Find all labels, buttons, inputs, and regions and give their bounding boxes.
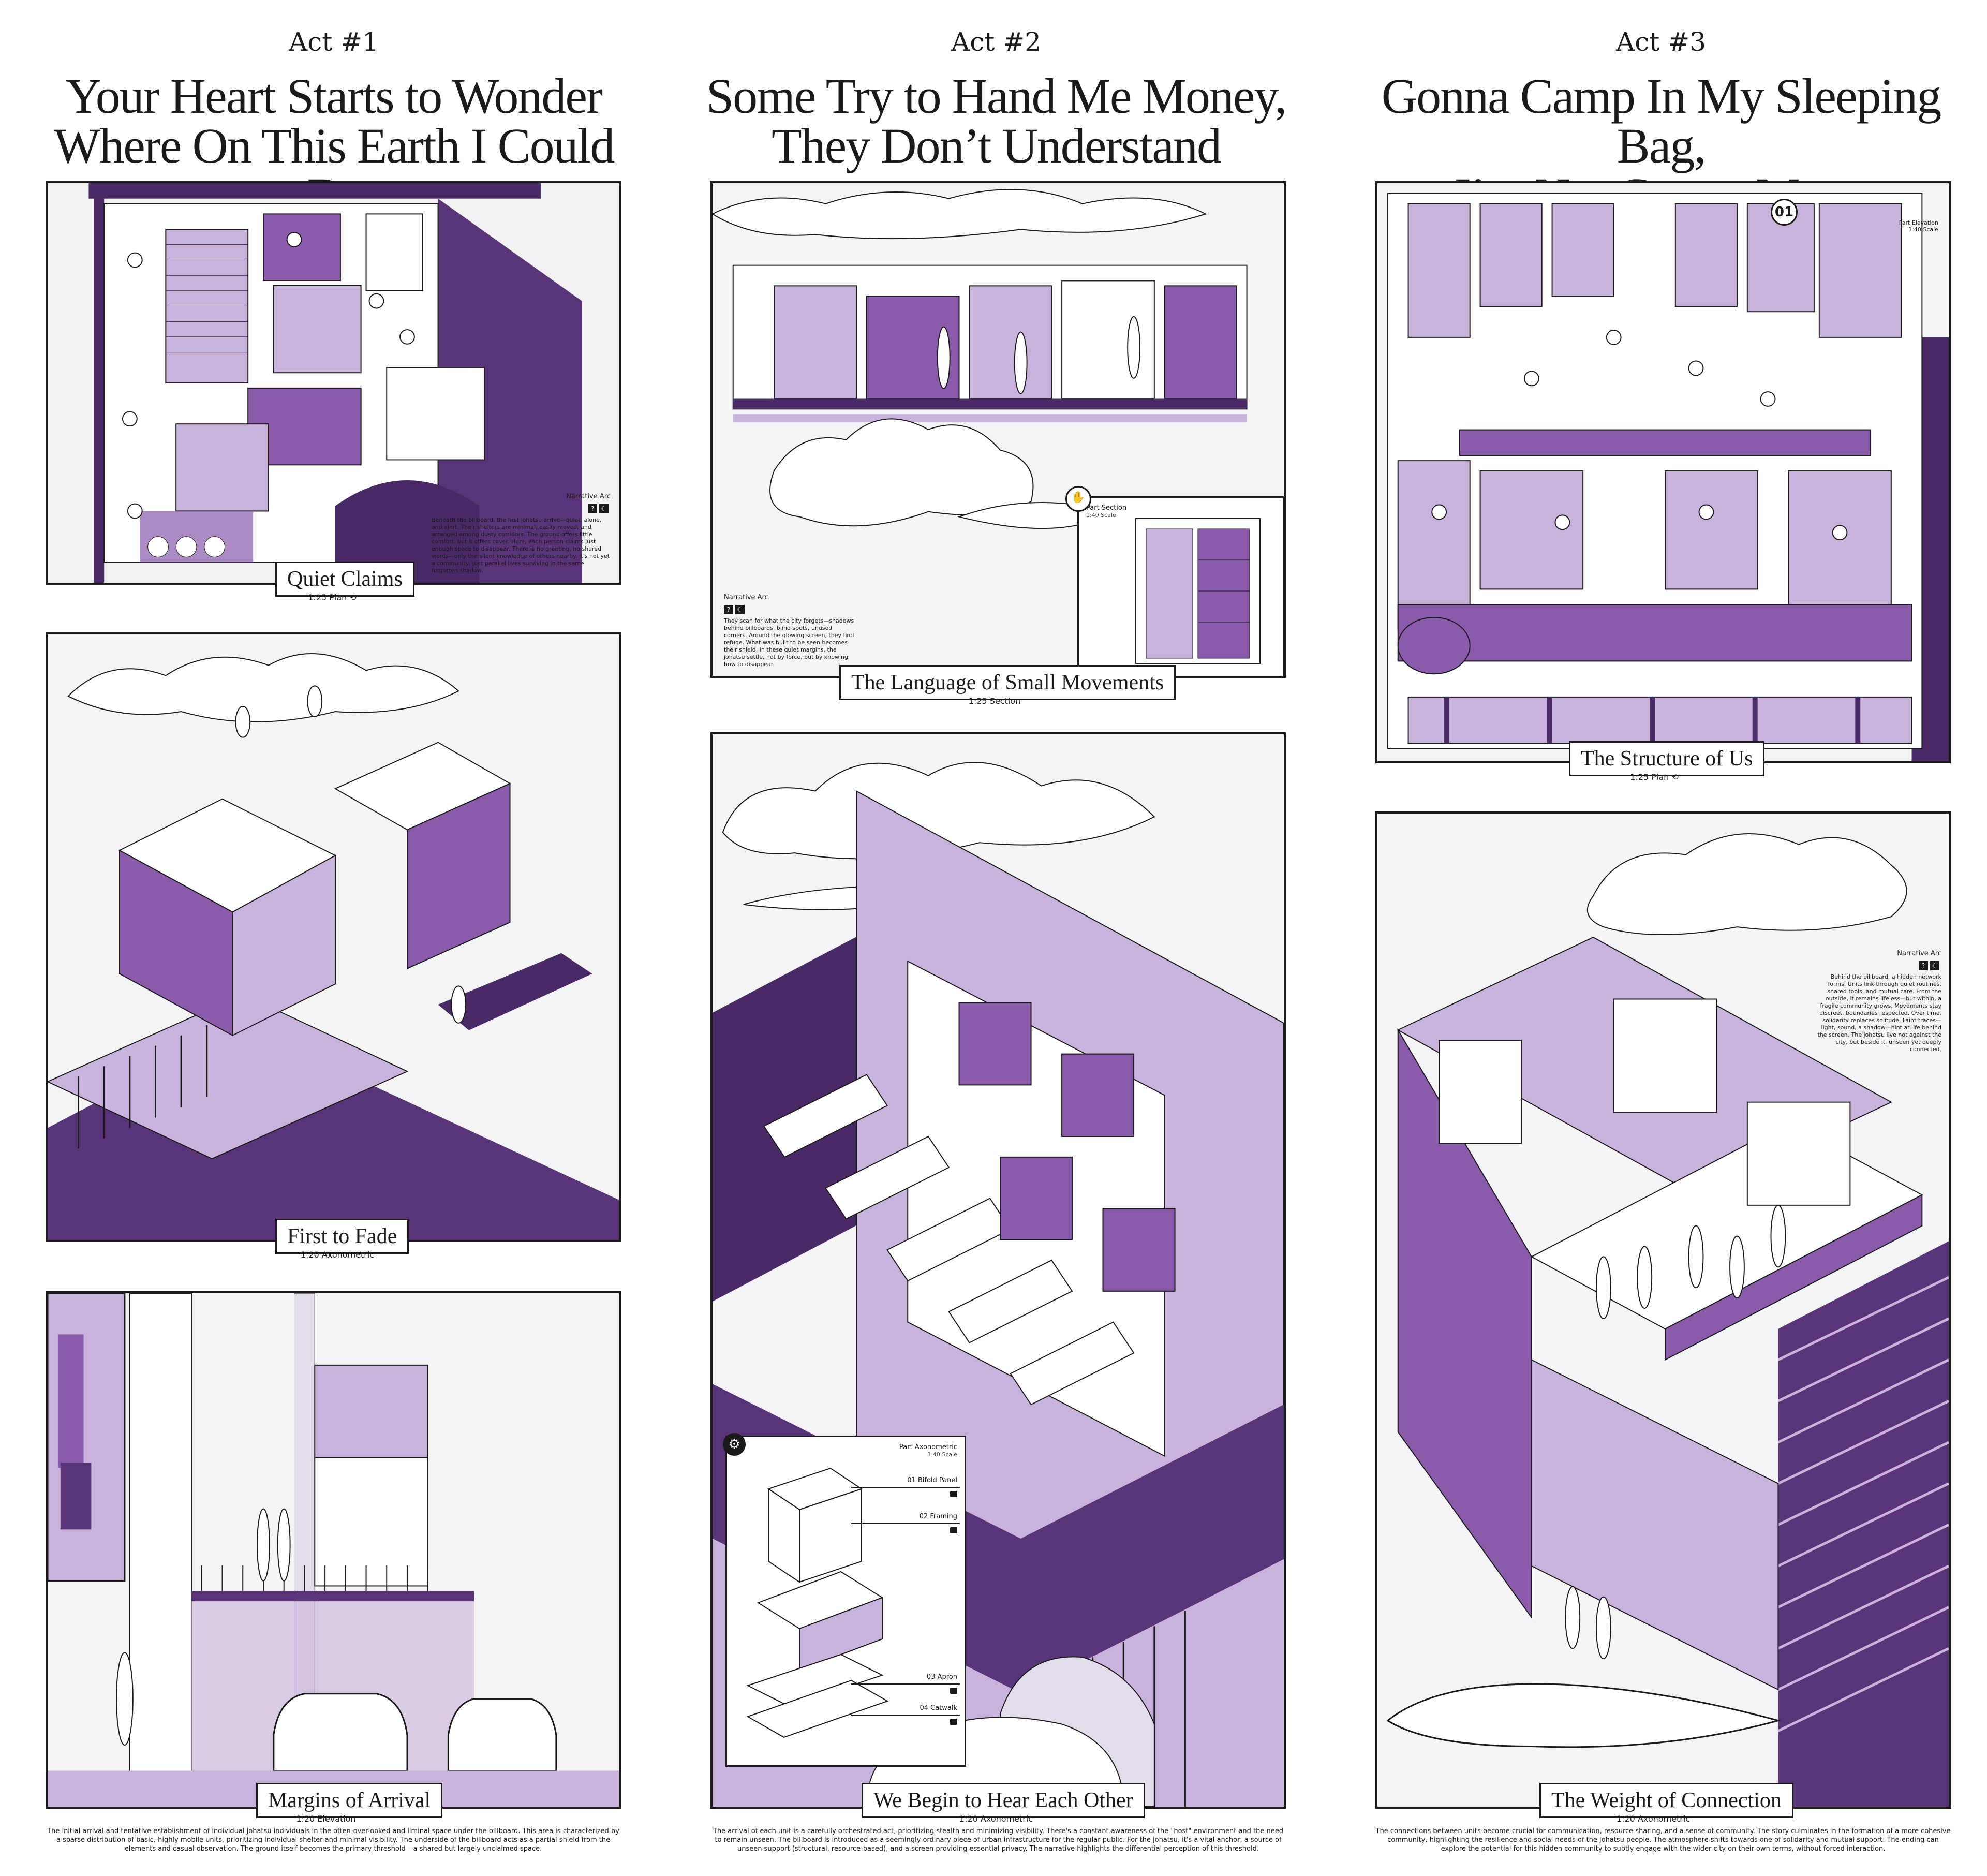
plan-drawing-act3 <box>1377 183 1949 761</box>
scale-first-to-fade: 1:20 Axonometric <box>300 1250 375 1260</box>
act1-title: Your Heart Starts to Wonder Where On Thi… <box>31 71 636 220</box>
part-section-drawing <box>1135 518 1261 664</box>
moon-icon: ☾ <box>599 504 609 513</box>
question-icon: ? <box>724 605 733 614</box>
act1-label: Act #1 <box>289 27 379 57</box>
plan-drawing-act1 <box>48 183 619 583</box>
question-icon: ? <box>1919 961 1928 970</box>
act2-title: Some Try to Hand Me Money, They Don’t Un… <box>693 71 1299 171</box>
inset-part-axonometric[interactable]: ⚙ Part Axonometric 1:40 Scale 01 Bifold … <box>723 1433 966 1767</box>
act1-title-line2: Where On This Earth I Could Be <box>53 118 615 220</box>
rotate-icon: ⟲ <box>349 593 357 602</box>
panel-weight-of-connection[interactable]: Narrative Arc ?☾ Behind the billboard, a… <box>1375 811 1951 1809</box>
question-icon: ? <box>588 504 597 513</box>
part-bifold-panel[interactable]: 01 Bifold Panel <box>907 1476 957 1484</box>
caption-structure-of-us: The Structure of Us <box>1569 741 1765 776</box>
section-number-badge: 01 <box>1771 199 1798 226</box>
act2-title-line2: They Don’t Understand <box>771 118 1222 173</box>
footer-act2: The arrival of each unit is a carefully … <box>713 1827 1283 1853</box>
panel-quiet-claims[interactable]: Narrative Arc ?☾ Beneath the billboard, … <box>46 181 621 585</box>
panel-structure-of-us[interactable]: 01 Part Elevation 1:40 Scale <box>1375 181 1951 763</box>
inset-part-section[interactable]: Part Section 1:40 Scale <box>1077 496 1284 676</box>
narrative-box-act1: Narrative Arc ?☾ Beneath the billboard, … <box>425 486 617 577</box>
narrative-text-act3: Behind the billboard, a hidden network f… <box>1817 973 1941 1053</box>
inset-part-section-title: Part Section 1:40 Scale <box>1086 504 1127 519</box>
scale-weight-of-connection: 1:20 Axonometric <box>1616 1814 1691 1824</box>
scale-language-small-movements: 1:25 Section <box>968 696 1021 706</box>
narrative-heading-act3: Narrative Arc <box>1897 950 1941 957</box>
exploded-parts-drawing <box>746 1468 889 1738</box>
act3-title-line1: Gonna Camp In My Sleeping Bag, <box>1381 68 1942 173</box>
part-framing[interactable]: 02 Framing <box>919 1513 957 1520</box>
camera-icon <box>950 1719 957 1725</box>
inset-part-axonometric-title: Part Axonometric 1:40 Scale <box>899 1443 957 1458</box>
caption-margins-of-arrival: Margins of Arrival <box>256 1783 443 1818</box>
panel-margins-of-arrival[interactable] <box>46 1291 621 1809</box>
moon-icon: ☾ <box>735 605 745 614</box>
scale-quiet-claims: 1:25 Plan ⟲ <box>308 593 357 602</box>
caption-we-begin-to-hear: We Begin to Hear Each Other <box>862 1783 1145 1818</box>
narrative-box-act2: Narrative Arc ?☾ They scan for what the … <box>718 587 863 675</box>
axonometric-drawing-act1 <box>48 634 619 1240</box>
camera-icon <box>950 1491 957 1497</box>
caption-language-small-movements: The Language of Small Movements <box>839 665 1176 700</box>
section-drawing-act2 <box>713 183 1284 676</box>
act2-label: Act #2 <box>951 27 1041 57</box>
caption-weight-of-connection: The Weight of Connection <box>1539 1783 1793 1818</box>
narrative-text-act1: Beneath the billboard, the first johatsu… <box>432 516 610 574</box>
camera-icon <box>950 1688 957 1694</box>
panel-we-begin-to-hear[interactable]: ⚙ Part Axonometric 1:40 Scale 01 Bifold … <box>710 732 1286 1809</box>
moon-icon: ☾ <box>1930 961 1939 970</box>
scale-we-begin-to-hear: 1:20 Axonometric <box>959 1814 1033 1824</box>
narrative-text-act2: They scan for what the city forgets—shad… <box>724 617 854 668</box>
gear-icon: ⚙ <box>723 1433 746 1456</box>
camera-icon <box>950 1527 957 1533</box>
act1-title-line1: Your Heart Starts to Wonder <box>66 68 603 124</box>
part-elevation-label: Part Elevation 1:40 Scale <box>1899 219 1938 233</box>
narrative-heading-act2: Narrative Arc <box>724 594 768 601</box>
axonometric-drawing-act3 <box>1377 814 1949 1807</box>
footer-act1: The initial arrival and tentative establ… <box>47 1827 619 1853</box>
caption-first-to-fade: First to Fade <box>275 1219 409 1254</box>
scale-margins-of-arrival: 1:20 Elevation <box>296 1814 356 1824</box>
panel-first-to-fade[interactable] <box>46 632 621 1242</box>
part-catwalk[interactable]: 04 Catwalk <box>920 1704 957 1712</box>
elevation-drawing-act1 <box>48 1293 619 1807</box>
handshake-icon: ✋ <box>1065 486 1091 512</box>
scale-structure-of-us: 1:25 Plan ⟲ <box>1630 772 1679 782</box>
rotate-icon: ⟲ <box>1671 772 1679 782</box>
footer-act3: The connections between units become cru… <box>1375 1827 1951 1853</box>
act3-label: Act #3 <box>1616 27 1706 57</box>
act2-title-line1: Some Try to Hand Me Money, <box>706 68 1287 124</box>
narrative-box-act3: Narrative Arc ?☾ Behind the billboard, a… <box>1808 943 1948 1053</box>
part-apron[interactable]: 03 Apron <box>926 1673 957 1681</box>
panel-language-small-movements[interactable]: Narrative Arc ?☾ They scan for what the … <box>710 181 1286 678</box>
narrative-heading-act1: Narrative Arc <box>566 493 611 500</box>
caption-quiet-claims: Quiet Claims <box>275 562 414 597</box>
